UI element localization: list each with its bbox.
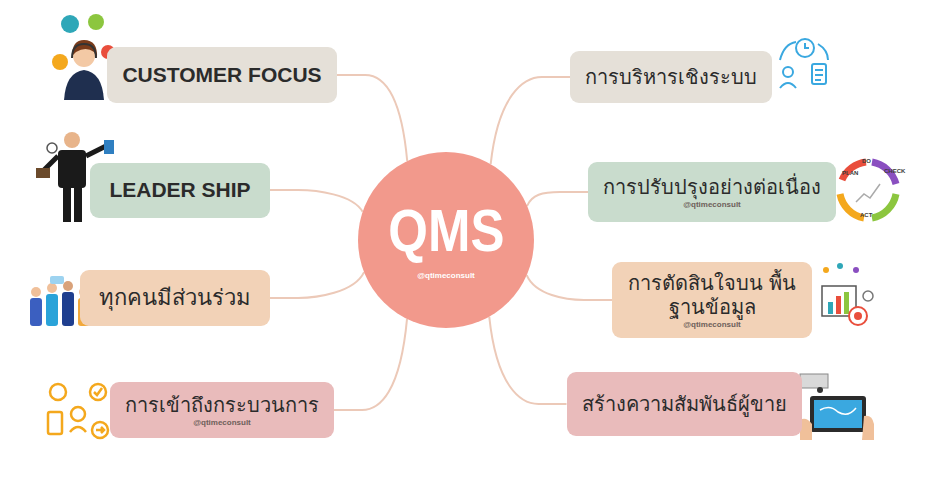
system-icon [780, 39, 828, 88]
topic-box: การบริหารเชิงระบบ [570, 51, 772, 103]
topic-text: การปรับปรุงอย่างต่อเนื่อง [603, 175, 821, 199]
branch-connector [491, 77, 570, 164]
customer-service-icon [52, 14, 115, 100]
branch-connector [270, 272, 364, 298]
topic-text: LEADER SHIP [109, 177, 250, 202]
topic-box: ทุกคนมีส่วนร่วม [80, 270, 270, 326]
data-chart-icon [822, 263, 873, 325]
topic-text: การเข้าถึงกระบวนการ [125, 393, 319, 417]
topic-box: การเข้าถึงกระบวนการ@qtimeconsult [110, 382, 334, 438]
pdca-label: CHECK [884, 168, 905, 174]
topic-box: การปรับปรุงอย่างต่อเนื่อง@qtimeconsult [588, 162, 836, 222]
topic-box: สร้างความสัมพันธ์ผู้ขาย [567, 372, 802, 436]
central-circle: QMS @qtimeconsult [358, 152, 534, 328]
topic-box: CUSTOMER FOCUS [107, 47, 337, 103]
branch-connector [270, 190, 363, 212]
branch-connector [489, 317, 566, 404]
branch-connector [334, 319, 407, 410]
topic-text: QMS [388, 201, 504, 261]
watermark: @qtimeconsult [417, 271, 475, 280]
watermark: @qtimeconsult [683, 200, 741, 209]
watermark: @qtimeconsult [683, 320, 741, 329]
topic-box: LEADER SHIP [90, 163, 270, 218]
topic-box: การตัดสินใจบน พื้นฐานข้อมูล@qtimeconsult [612, 262, 812, 338]
topic-text: CUSTOMER FOCUS [122, 62, 321, 87]
topic-text: ทุกคนมีส่วนร่วม [99, 285, 251, 311]
topic-text: สร้างความสัมพันธ์ผู้ขาย [582, 392, 787, 416]
branch-connector [337, 75, 407, 161]
branch-connector [527, 275, 612, 300]
topic-text: การบริหารเชิงระบบ [585, 65, 757, 89]
branch-connector [527, 192, 588, 206]
pdca-label: DO [862, 158, 871, 164]
process-icon [48, 384, 108, 438]
topic-text: การตัดสินใจบน พื้นฐานข้อมูล [626, 271, 798, 319]
watermark: @qtimeconsult [193, 418, 251, 427]
pdca-label: PLAN [842, 170, 858, 176]
pdca-label: ACT [860, 212, 872, 218]
